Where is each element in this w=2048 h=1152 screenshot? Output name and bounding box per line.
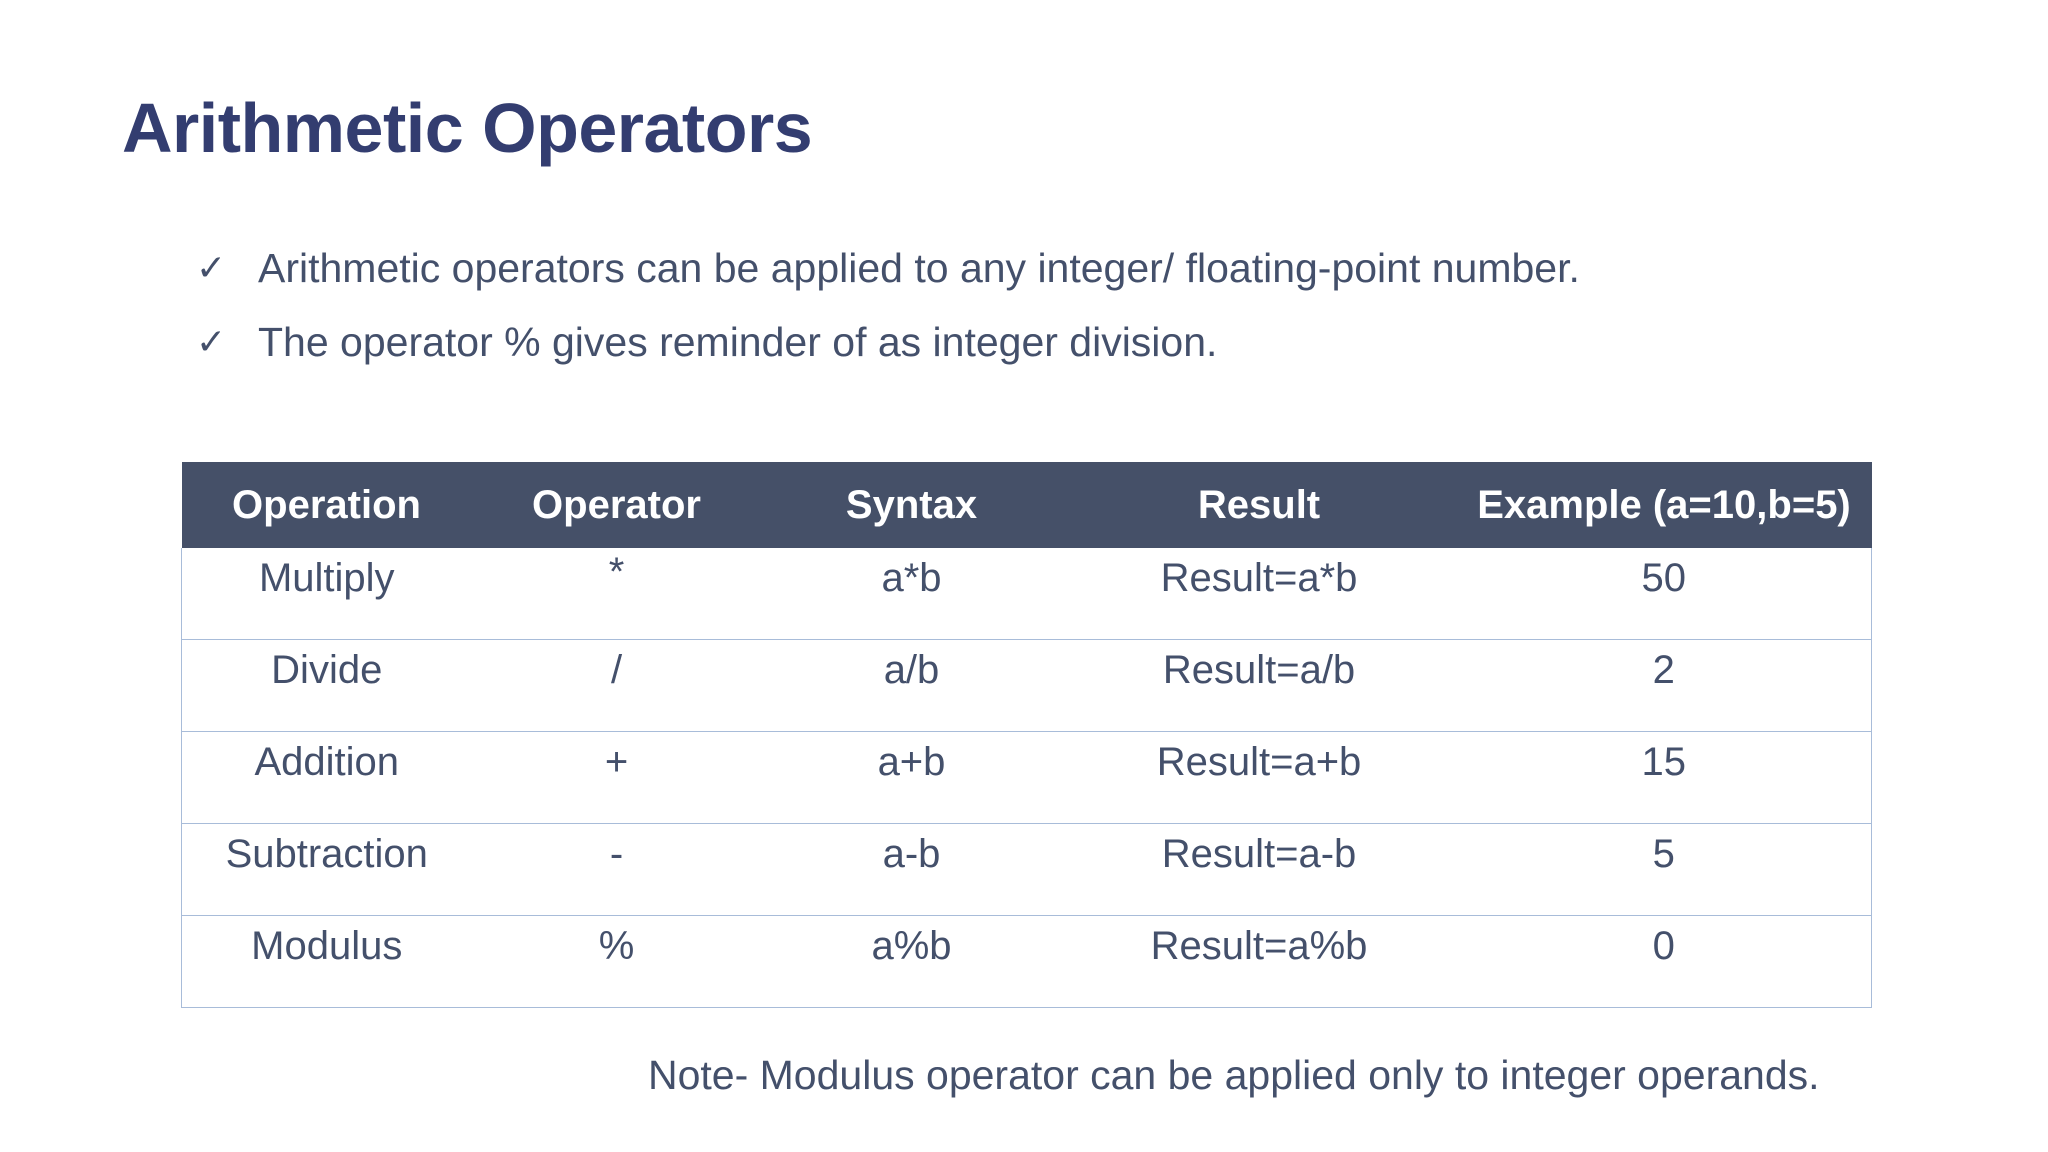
cell-operator: / <box>471 639 762 732</box>
table-row: Addition + a+b Result=a+b 15 <box>181 731 1872 824</box>
cell-result: Result=a-b <box>1061 823 1457 916</box>
cell-operator: - <box>471 823 762 916</box>
checkmark-icon: ✓ <box>196 321 227 362</box>
table-row: Multiply * a*b Result=a*b 50 <box>181 548 1872 640</box>
operator-symbol: * <box>608 550 625 594</box>
bullet-text: Arithmetic operators can be applied to a… <box>258 245 1580 291</box>
bullet-text: The operator % gives reminder of as inte… <box>258 319 1218 365</box>
cell-example: 5 <box>1456 823 1872 916</box>
column-header-result: Result <box>1061 462 1457 548</box>
cell-syntax: a-b <box>761 823 1062 916</box>
cell-result: Result=a*b <box>1061 548 1457 640</box>
cell-example: 2 <box>1456 639 1872 732</box>
column-header-syntax: Syntax <box>761 462 1062 548</box>
cell-example: 50 <box>1456 548 1872 640</box>
footer-note: Note- Modulus operator can be applied on… <box>648 1052 1820 1098</box>
cell-example: 0 <box>1456 915 1872 1008</box>
bullet-list: ✓ Arithmetic operators can be applied to… <box>196 242 1896 390</box>
cell-example: 15 <box>1456 731 1872 824</box>
column-header-operator: Operator <box>471 462 762 548</box>
cell-operation: Modulus <box>181 915 472 1008</box>
cell-syntax: a+b <box>761 731 1062 824</box>
cell-operator: * <box>471 548 762 640</box>
table-row: Modulus % a%b Result=a%b 0 <box>181 915 1872 1008</box>
list-item: ✓ The operator % gives reminder of as in… <box>196 316 1896 368</box>
cell-operation: Addition <box>181 731 472 824</box>
cell-result: Result=a%b <box>1061 915 1457 1008</box>
checkmark-icon: ✓ <box>196 247 227 288</box>
arithmetic-operators-table: Operation Operator Syntax Result Example… <box>181 462 1872 1008</box>
cell-operation: Divide <box>181 639 472 732</box>
cell-syntax: a*b <box>761 548 1062 640</box>
cell-syntax: a/b <box>761 639 1062 732</box>
cell-operation: Multiply <box>181 548 472 640</box>
list-item: ✓ Arithmetic operators can be applied to… <box>196 242 1896 294</box>
table-header-row: Operation Operator Syntax Result Example… <box>181 462 1872 548</box>
cell-operator: + <box>471 731 762 824</box>
table-row: Subtraction - a-b Result=a-b 5 <box>181 823 1872 916</box>
column-header-operation: Operation <box>181 462 472 548</box>
column-header-example: Example (a=10,b=5) <box>1456 462 1872 548</box>
cell-syntax: a%b <box>761 915 1062 1008</box>
cell-result: Result=a+b <box>1061 731 1457 824</box>
cell-operator: % <box>471 915 762 1008</box>
table-row: Divide / a/b Result=a/b 2 <box>181 639 1872 732</box>
cell-result: Result=a/b <box>1061 639 1457 732</box>
cell-operation: Subtraction <box>181 823 472 916</box>
page-title: Arithmetic Operators <box>122 89 813 167</box>
